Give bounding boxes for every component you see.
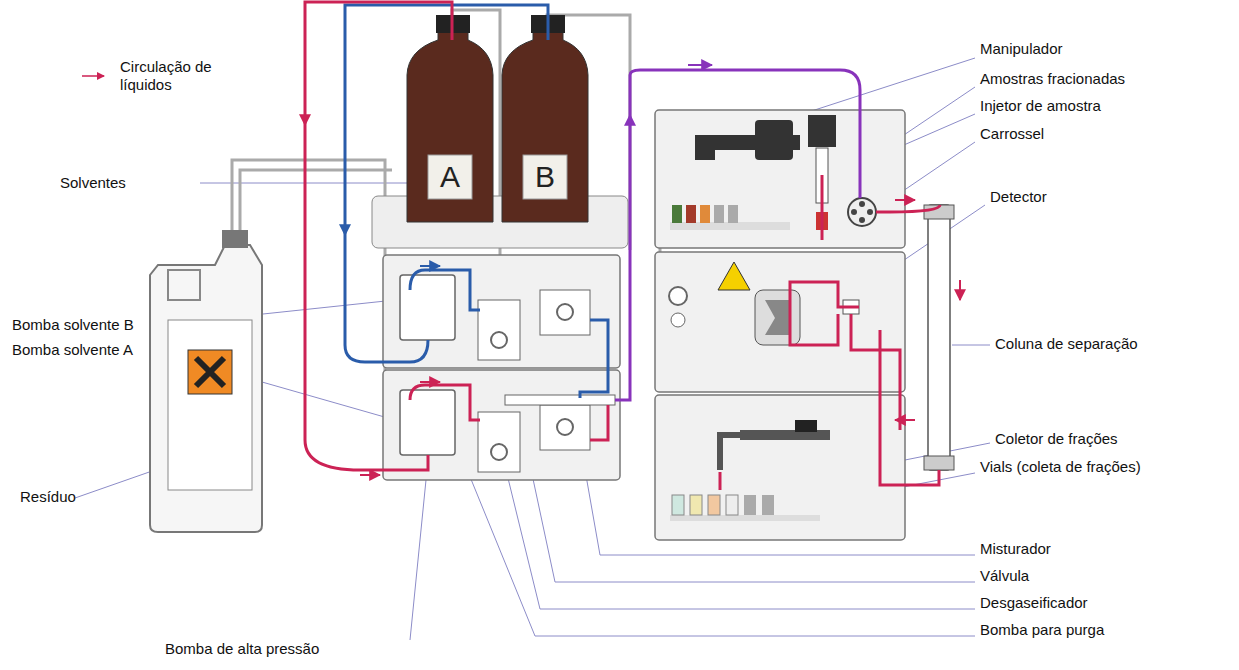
part-label: Coluna de separação <box>995 335 1138 353</box>
right-modules <box>655 110 954 540</box>
red-tubes <box>305 2 940 490</box>
flow-arrows <box>305 65 960 475</box>
part-label: Misturador <box>980 540 1051 558</box>
part-label: Resíduo <box>20 488 76 506</box>
waste-canister <box>150 230 262 532</box>
pump-modules <box>383 255 620 480</box>
part-label: Solventes <box>60 174 126 192</box>
part-label: Injetor de amostra <box>980 97 1101 115</box>
part-label: Bomba solvente A <box>12 341 133 359</box>
legend-entry: Circulação de líquidos <box>80 58 240 94</box>
part-label: Manipulador <box>980 40 1063 58</box>
part-label: Detector <box>990 188 1047 206</box>
bottle-label: B <box>527 161 563 193</box>
bottle-label: A <box>432 161 468 193</box>
purple-tube <box>615 70 860 400</box>
part-label: Desgaseificador <box>980 594 1088 612</box>
solvent-bottles <box>407 15 588 222</box>
part-label: Vials (coleta de frações) <box>980 458 1141 476</box>
part-label: Válvula <box>980 567 1029 585</box>
legend-sample <box>80 70 106 82</box>
part-label: Bomba para purga <box>980 621 1104 639</box>
part-label: Bomba de alta pressão <box>165 640 319 658</box>
part-label: Coletor de frações <box>995 430 1118 448</box>
legend-text: Circulação de líquidos <box>120 58 240 94</box>
part-label: Amostras fracionadas <box>980 70 1125 88</box>
part-label: Bomba solvente B <box>12 316 134 334</box>
part-label: Carrossel <box>980 125 1044 143</box>
blue-tubes <box>345 5 608 398</box>
